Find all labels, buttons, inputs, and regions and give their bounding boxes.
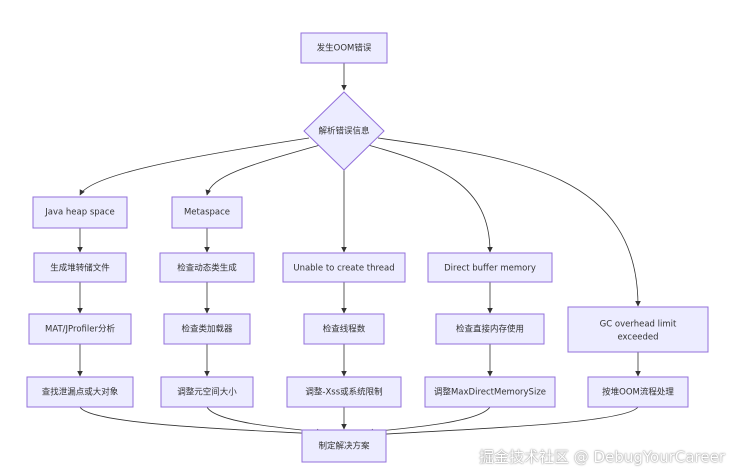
edge-decision-to-direct <box>367 144 493 253</box>
node-heap-step-3-label: 查找泄漏点或大对象 <box>42 387 119 398</box>
node-thread-step-1-label: 检查线程数 <box>323 324 366 335</box>
node-heap-step-1: 生成堆转储文件 <box>33 252 127 283</box>
node-type-direct: Direct buffer memory <box>427 252 553 283</box>
edge-decision-to-gc <box>377 137 641 307</box>
node-meta-step-1-label: 检查动态类生成 <box>177 263 237 274</box>
node-type-thread: Unable to create thread <box>282 252 406 283</box>
node-type-heap-label: Java heap space <box>44 208 115 218</box>
node-type-metaspace-label: Metaspace <box>184 208 230 218</box>
node-meta-step-3-label: 调整元空间大小 <box>177 387 237 398</box>
node-thread-step-2-label: 调整-Xss或系统限制 <box>305 387 382 398</box>
edge-direct-to-end <box>367 406 491 435</box>
node-meta-step-3: 调整元空间大小 <box>160 376 254 408</box>
node-type-direct-label: Direct buffer memory <box>444 264 536 274</box>
edge-heap-to-end <box>79 406 319 437</box>
node-meta-step-1: 检查动态类生成 <box>159 252 255 283</box>
node-type-heap: Java heap space <box>32 196 128 229</box>
node-gc-step-1-label: 按堆OOM流程处理 <box>602 387 674 398</box>
node-type-metaspace: Metaspace <box>171 196 243 229</box>
node-end: 制定解决方案 <box>301 429 387 463</box>
edge-decision-to-metaspace <box>205 144 321 196</box>
node-direct-step-2-label: 调整MaxDirectMemorySize <box>434 387 546 398</box>
node-thread-step-1: 检查线程数 <box>303 313 385 345</box>
node-meta-step-2: 检查类加载器 <box>163 313 251 345</box>
node-type-thread-label: Unable to create thread <box>293 264 394 274</box>
node-direct-step-1: 检查直接内存使用 <box>435 313 545 345</box>
edge-gc-to-end <box>371 406 639 438</box>
node-type-gc: GC overhead limit exceeded <box>567 306 709 353</box>
node-heap-step-3: 查找泄漏点或大对象 <box>26 376 134 408</box>
node-direct-step-1-label: 检查直接内存使用 <box>456 324 524 335</box>
edges <box>77 63 641 438</box>
node-decision: 解析错误信息 <box>303 91 385 171</box>
node-heap-step-2: MAT/JProfiler分析 <box>28 313 132 345</box>
node-heap-step-1-label: 生成堆转储文件 <box>50 263 110 274</box>
node-end-label: 制定解决方案 <box>318 441 370 452</box>
node-direct-step-2: 调整MaxDirectMemorySize <box>424 376 556 408</box>
node-type-gc-label-line1: GC overhead limit <box>600 320 677 330</box>
node-type-gc-label-line2: exceeded <box>617 333 658 343</box>
node-gc-step-1: 按堆OOM流程处理 <box>587 376 689 408</box>
node-decision-label: 解析错误信息 <box>318 126 370 137</box>
node-meta-step-2-label: 检查类加载器 <box>181 324 233 335</box>
node-start: 发生OOM错误 <box>300 32 388 64</box>
node-thread-step-2: 调整-Xss或系统限制 <box>286 376 402 408</box>
node-heap-step-2-label: MAT/JProfiler分析 <box>45 324 115 335</box>
watermark: 掘金技术社区 @ DebugYourCareer <box>478 448 725 466</box>
edge-decision-to-heap <box>79 137 310 196</box>
edge-meta-to-end <box>206 406 323 435</box>
node-start-label: 发生OOM错误 <box>317 43 372 54</box>
